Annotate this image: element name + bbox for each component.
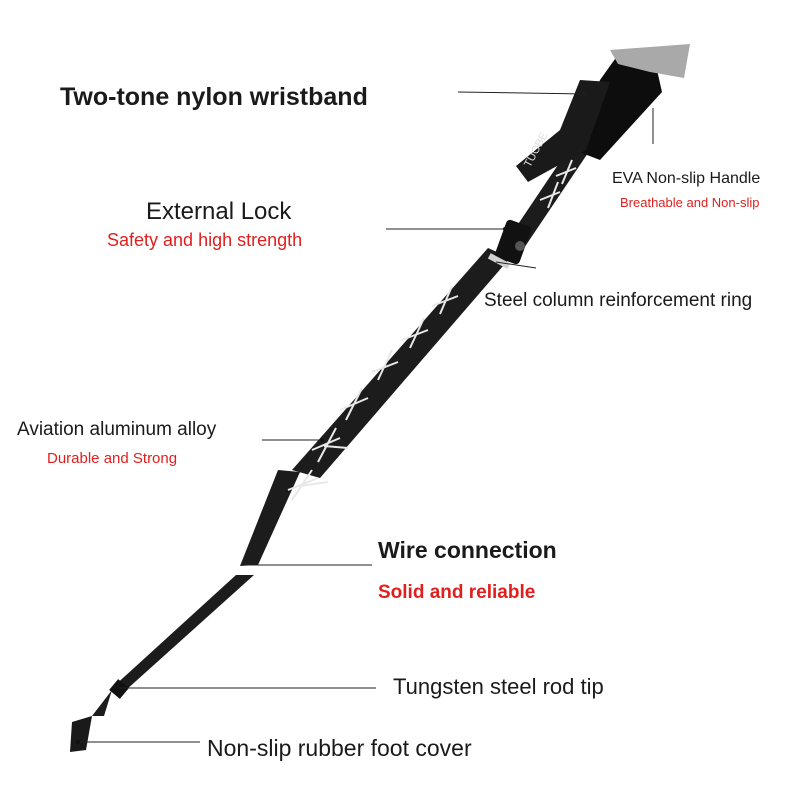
wire-subtitle: Solid and reliable bbox=[378, 582, 536, 603]
rubber-foot bbox=[70, 716, 92, 752]
ring-title: Steel column reinforcement ring bbox=[484, 290, 753, 311]
handle-title: EVA Non-slip Handle bbox=[612, 170, 761, 187]
wristband-title: Two-tone nylon wristband bbox=[60, 83, 368, 111]
handle-top-cap bbox=[610, 44, 690, 78]
pole-middle-section bbox=[240, 470, 300, 566]
lock-subtitle: Safety and high strength bbox=[107, 230, 303, 250]
wrist-strap bbox=[516, 80, 610, 182]
reinforcement-ring bbox=[487, 253, 511, 269]
foot-title: Non-slip rubber foot cover bbox=[207, 735, 472, 761]
handle-subtitle: Breathable and Non-slip bbox=[620, 195, 760, 210]
pole-lower-section bbox=[112, 575, 254, 690]
wire-title: Wire connection bbox=[378, 537, 557, 563]
shaft-pattern bbox=[287, 159, 577, 501]
external-lock bbox=[495, 219, 531, 265]
alloy-title: Aviation aluminum alloy bbox=[17, 419, 217, 440]
alloy-subtitle: Durable and Strong bbox=[47, 450, 178, 467]
lock-title: External Lock bbox=[146, 198, 292, 225]
eva-handle bbox=[574, 48, 662, 160]
leader-lines bbox=[76, 91, 654, 744]
pole-main-shaft bbox=[292, 248, 510, 478]
tip-title: Tungsten steel rod tip bbox=[393, 674, 604, 699]
